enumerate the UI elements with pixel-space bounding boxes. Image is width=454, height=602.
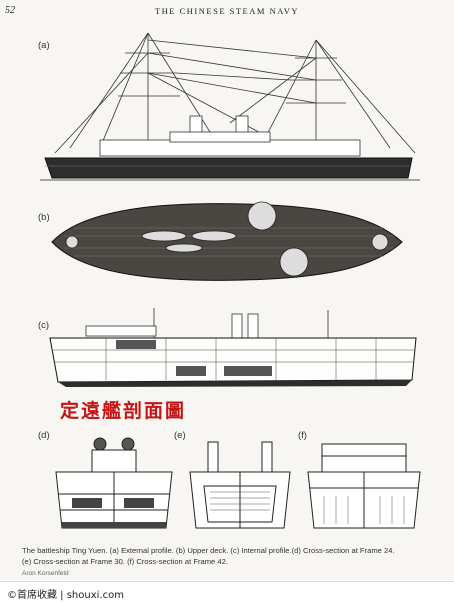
cross-section-frame-42-drawing bbox=[307, 443, 421, 529]
caption-line-2: (e) Cross-section at Frame 30. (f) Cross… bbox=[22, 557, 228, 566]
figure-label-f: (f) bbox=[298, 430, 307, 441]
figure-label-b: (b) bbox=[38, 212, 50, 223]
upper-deck-drawing bbox=[51, 201, 403, 281]
page-number: 52 bbox=[5, 5, 15, 16]
cross-section-frame-24-drawing bbox=[55, 437, 173, 529]
chinese-title-overlay: 定遠艦剖面圖 bbox=[60, 400, 187, 422]
figure-label-e: (e) bbox=[174, 430, 186, 441]
figure-label-d: (d) bbox=[38, 430, 50, 441]
internal-profile-drawing bbox=[49, 308, 417, 387]
running-head: THE CHINESE STEAM NAVY bbox=[154, 6, 300, 16]
external-profile-drawing bbox=[40, 32, 420, 181]
figure-label-a: (a) bbox=[38, 40, 50, 51]
figure-caption: The battleship Ting Yuen. (a) External p… bbox=[22, 545, 442, 567]
page-header: 52 THE CHINESE STEAM NAVY bbox=[0, 4, 454, 20]
cross-section-frame-30-drawing bbox=[189, 441, 291, 529]
watermark-bar: ©首席收藏 | shouxi.com bbox=[0, 581, 454, 602]
caption-line-1: The battleship Ting Yuen. (a) External p… bbox=[22, 546, 395, 555]
illustration-credit: Aron Korsenfeld bbox=[22, 570, 69, 577]
watermark-text: ©首席收藏 | shouxi.com bbox=[7, 590, 124, 601]
figure-label-c: (c) bbox=[38, 320, 50, 331]
